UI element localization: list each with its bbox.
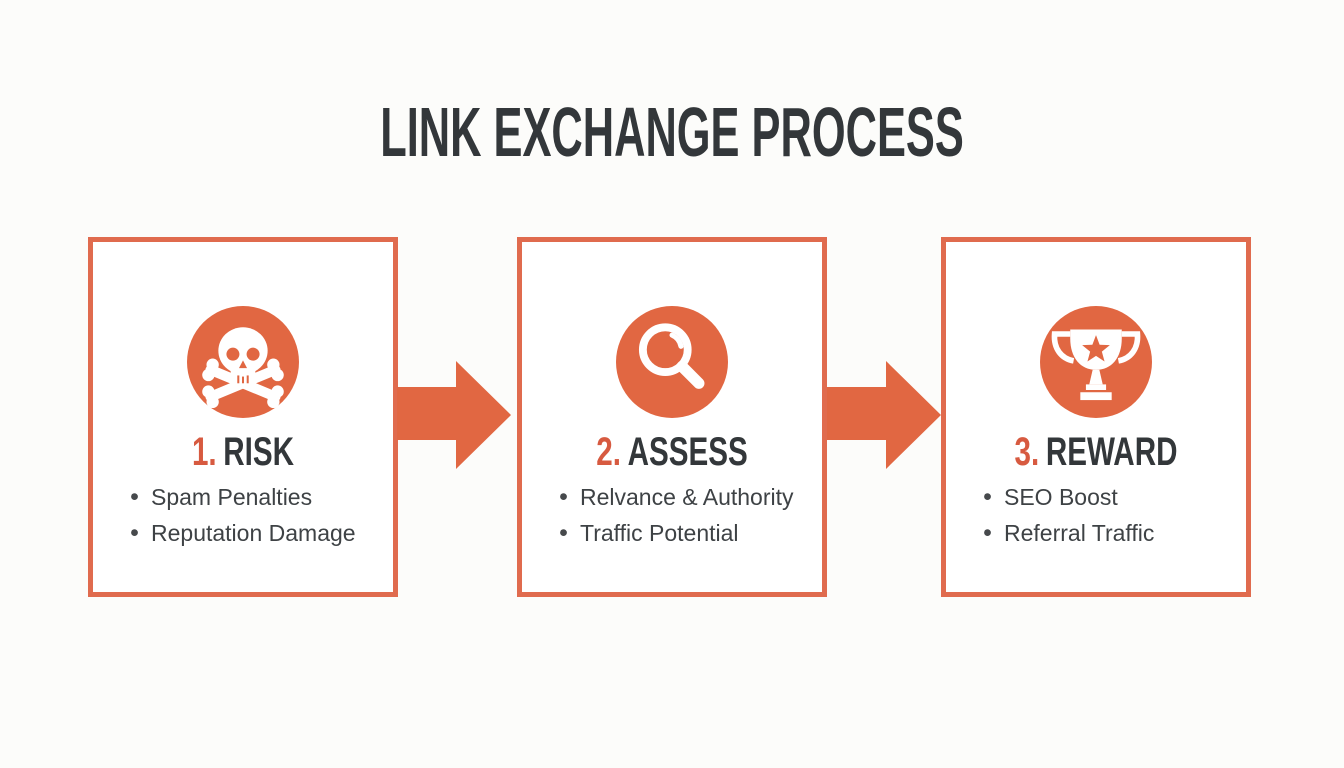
step-card-assess: 2.ASSESS • Relvance & Authority • Traffi… (517, 237, 827, 597)
step-card-reward: 3.REWARD • SEO Boost • Referral Traffic (941, 237, 1251, 597)
bullet-text: Spam Penalties (151, 484, 313, 510)
skull-crossbones-icon (187, 306, 299, 418)
bullet-dot: • (130, 483, 139, 511)
magnifying-glass-icon (616, 306, 728, 418)
bullet-text: Reputation Damage (151, 520, 356, 546)
bullet-text: Relvance & Authority (580, 484, 794, 510)
bullet-dot: • (559, 519, 568, 547)
step-number: 2. (596, 430, 621, 474)
step-heading: 3.REWARD (985, 430, 1207, 474)
step-label: RISK (223, 430, 295, 474)
bullet-list: • Spam Penalties • Reputation Damage (127, 479, 385, 551)
list-item: • Relvance & Authority (556, 479, 814, 515)
list-item: • Spam Penalties (127, 479, 385, 515)
step-heading: 2.ASSESS (561, 430, 783, 474)
flow-arrow-icon (397, 361, 511, 469)
step-card-risk: 1.RISK • Spam Penalties • Reputation Dam… (88, 237, 398, 597)
bullet-list: • SEO Boost • Referral Traffic (980, 479, 1238, 551)
list-item: • Referral Traffic (980, 515, 1238, 551)
bullet-dot: • (983, 483, 992, 511)
step-label: ASSESS (627, 430, 748, 474)
step-number: 1. (191, 430, 217, 474)
step-number: 3. (1014, 430, 1040, 474)
bullet-dot: • (983, 519, 992, 547)
flow-arrow-icon (827, 361, 941, 469)
bullet-text: Traffic Potential (580, 520, 739, 546)
bullet-list: • Relvance & Authority • Traffic Potenti… (556, 479, 814, 551)
list-item: • Reputation Damage (127, 515, 385, 551)
bullet-dot: • (130, 519, 139, 547)
bullet-dot: • (559, 483, 568, 511)
trophy-icon (1040, 306, 1152, 418)
step-label: REWARD (1045, 430, 1178, 474)
bullet-text: Referral Traffic (1004, 520, 1155, 546)
list-item: • Traffic Potential (556, 515, 814, 551)
step-heading: 1.RISK (132, 430, 354, 474)
page-title: LINK EXCHANGE PROCESS (380, 93, 964, 171)
list-item: • SEO Boost (980, 479, 1238, 515)
bullet-text: SEO Boost (1004, 484, 1118, 510)
